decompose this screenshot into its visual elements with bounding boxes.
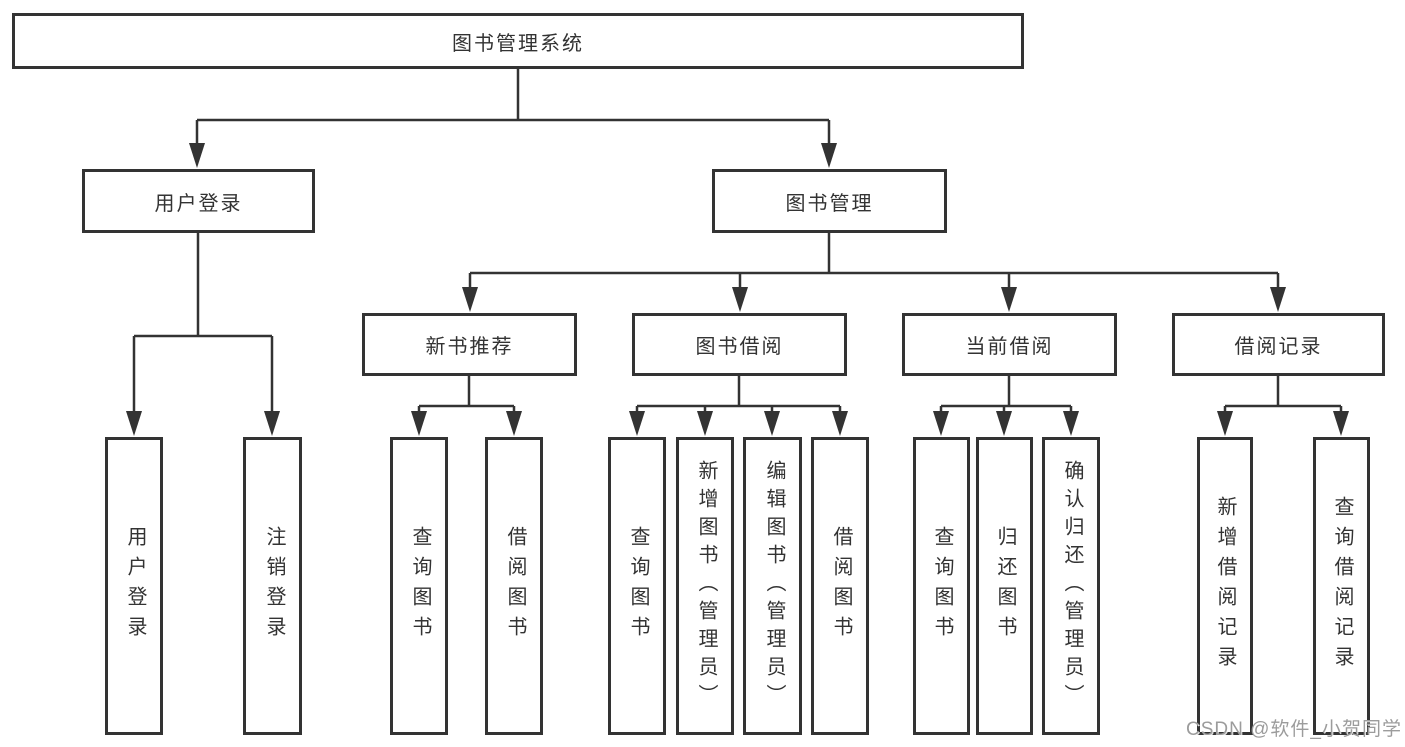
node-user-login: 用户登录 bbox=[82, 169, 315, 233]
leaf-query-borrow-record: 查询借阅记录 bbox=[1313, 437, 1370, 735]
node-borrow-records: 借阅记录 bbox=[1172, 313, 1385, 376]
node-label: 图书借阅 bbox=[695, 336, 784, 358]
node-book-borrowing: 图书借阅 bbox=[632, 313, 847, 376]
leaf-user-login: 用户登录 bbox=[105, 437, 163, 735]
leaf-return-books: 归还图书 bbox=[976, 437, 1033, 735]
watermark: CSDN @软件_小贺同学 bbox=[1186, 719, 1402, 740]
leaf-add-borrow-record: 新增借阅记录 bbox=[1197, 437, 1253, 735]
leaf-query-books-borrowing: 查询图书 bbox=[608, 437, 666, 735]
node-current-borrowing: 当前借阅 bbox=[902, 313, 1117, 376]
node-new-book-recommend: 新书推荐 bbox=[362, 313, 577, 376]
node-label: 新书推荐 bbox=[425, 336, 514, 358]
leaf-query-books-current: 查询图书 bbox=[913, 437, 970, 735]
leaf-logout: 注销登录 bbox=[243, 437, 302, 735]
node-label: 用户登录 bbox=[154, 192, 243, 215]
leaf-borrow-books-borrowing: 借阅图书 bbox=[811, 437, 869, 735]
node-label: 借阅记录 bbox=[1234, 336, 1323, 358]
node-label: 图书管理系统 bbox=[452, 32, 584, 55]
node-label: 图书管理 bbox=[785, 192, 874, 215]
leaf-add-books-admin: 新增图书（管理员） bbox=[676, 437, 734, 735]
node-label: 当前借阅 bbox=[965, 336, 1054, 358]
leaf-edit-books-admin: 编辑图书（管理员） bbox=[743, 437, 802, 735]
leaf-query-books-recommend: 查询图书 bbox=[390, 437, 448, 735]
leaf-confirm-return-admin: 确认归还（管理员） bbox=[1042, 437, 1100, 735]
node-book-management: 图书管理 bbox=[712, 169, 947, 233]
leaf-borrow-books-recommend: 借阅图书 bbox=[485, 437, 543, 735]
node-library-management-system: 图书管理系统 bbox=[12, 13, 1024, 69]
